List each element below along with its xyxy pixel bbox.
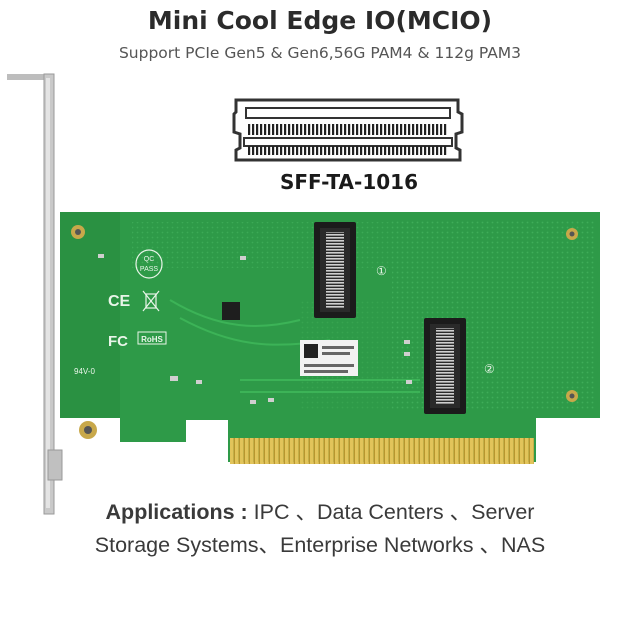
rohs-mark: RoHS — [141, 335, 163, 344]
mcio-port-1 — [314, 222, 356, 318]
weee-bin-icon — [142, 290, 160, 312]
svg-text:PASS: PASS — [140, 266, 158, 273]
smd-components — [98, 254, 412, 404]
connector-drawing — [232, 98, 464, 162]
mcio-port-2 — [424, 318, 466, 414]
applications-list-1: IPC 、Data Centers 、Server — [253, 500, 535, 524]
ic-chip — [222, 302, 240, 320]
qc-pass-mark: QC PASS — [135, 249, 163, 279]
connector-type-label: SFF-TA-1016 — [279, 170, 418, 194]
serial-sticker — [300, 340, 358, 376]
applications-line-1: Applications : IPC 、Data Centers 、Server — [0, 495, 640, 526]
gold-fingers — [230, 438, 534, 464]
applications-line-2: Storage Systems、Enterprise Networks 、NAS — [94, 533, 546, 557]
pci-bracket — [7, 73, 63, 515]
port-2-label: ② — [484, 362, 495, 376]
svg-text:QC: QC — [144, 256, 155, 263]
fc-mark: FC — [108, 333, 128, 350]
page-subtitle: Support PCIe Gen5 & Gen6,56G PAM4 & 112g… — [118, 44, 522, 62]
mounting-holes — [71, 225, 578, 439]
rating-mark: 94V-0 — [74, 367, 95, 376]
page-title: Mini Cool Edge IO(MCIO) — [147, 6, 493, 35]
port-1-label: ① — [376, 264, 387, 278]
applications-label: Applications : — [105, 500, 248, 524]
ce-mark: CE — [108, 293, 131, 310]
